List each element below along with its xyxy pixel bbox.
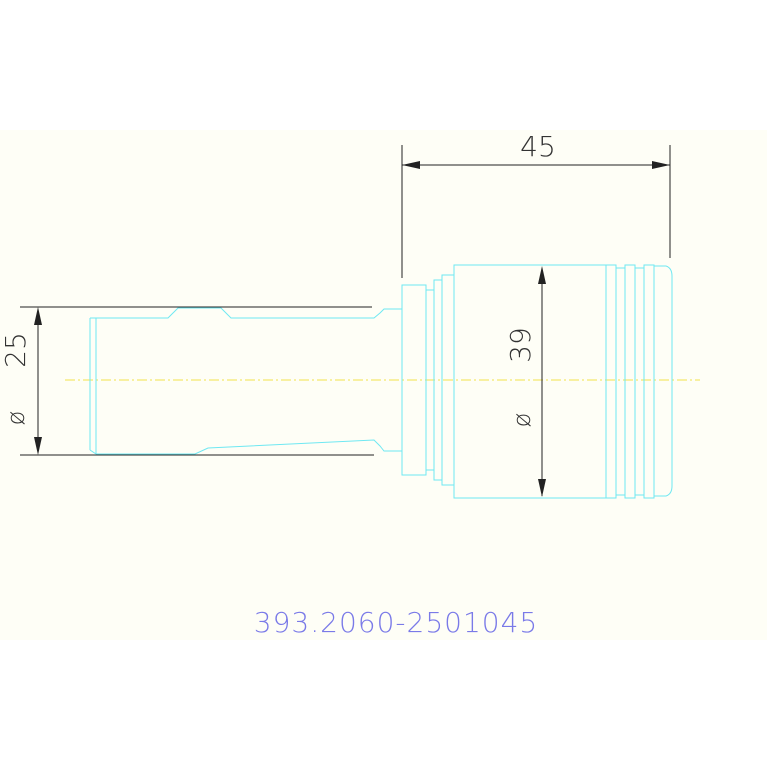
part-number: 393.2060-2501045 [254, 606, 538, 639]
dimension-length-label: 45 [520, 130, 556, 163]
fitting-body [401, 264, 673, 499]
drawing-panel [0, 130, 767, 640]
dimension-large-diameter-symbol: ø [508, 413, 536, 428]
tube-section [89, 307, 402, 455]
dimension-small-diameter-arrow-top [34, 307, 42, 325]
dimension-small-diameter-value: 25 [0, 332, 32, 368]
dimension-small-diameter-arrow-bottom [34, 437, 42, 455]
dimension-length-arrow-left [402, 161, 420, 169]
dimension-length [401, 145, 671, 278]
dimension-large-diameter-arrow-bottom [538, 479, 546, 497]
dimension-large-diameter-arrow-top [538, 266, 546, 284]
dimension-small-diameter-symbol: ø [2, 411, 30, 426]
dimension-small-diameter [20, 306, 374, 456]
dimension-length-arrow-right [652, 161, 670, 169]
dimension-large-diameter-value: 39 [504, 327, 537, 363]
